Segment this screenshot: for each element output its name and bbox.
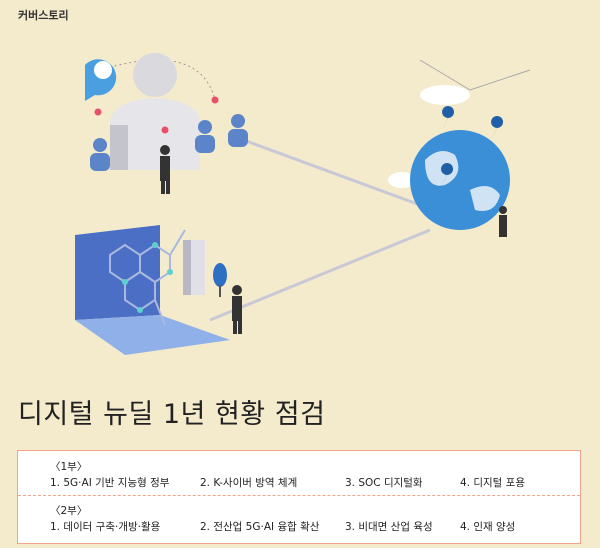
man-with-tablet-figure xyxy=(232,285,242,334)
list-item: 1. 5G·AI 기반 지능형 정부 xyxy=(50,477,170,489)
woman-figure xyxy=(499,206,507,237)
part-2-label: 〈2부〉 xyxy=(50,505,88,517)
list-item: 3. 비대면 산업 육성 xyxy=(345,521,433,533)
person-icon xyxy=(85,53,200,170)
section-label: 커버스토리 xyxy=(18,9,69,22)
digital-network-illustration xyxy=(75,53,531,355)
list-item: 3. SOC 디지털화 xyxy=(345,477,423,489)
connection-lines xyxy=(99,59,531,322)
user-group-icons xyxy=(90,114,248,171)
list-item: 2. K-사이버 방역 체계 xyxy=(200,477,298,489)
globe-icon xyxy=(410,130,510,230)
contents-box: 〈1부〉 1. 5G·AI 기반 지능형 정부 2. K-사이버 방역 체계 3… xyxy=(17,450,581,544)
map-pin-icons xyxy=(441,106,504,187)
tree-icon xyxy=(213,263,227,297)
part-1-label: 〈1부〉 xyxy=(50,461,88,473)
businessman-figure xyxy=(160,145,170,194)
building-icon xyxy=(183,240,205,295)
list-item: 1. 데이터 구축·개방·활용 xyxy=(50,521,161,533)
list-item: 4. 디지털 포용 xyxy=(460,477,525,489)
list-item: 4. 인재 양성 xyxy=(460,521,516,533)
clouds xyxy=(388,85,470,188)
laptop-icon xyxy=(75,225,230,355)
part-1-items: 1. 5G·AI 기반 지능형 정부 2. K-사이버 방역 체계 3. SOC… xyxy=(50,475,525,490)
list-item: 2. 전산업 5G·AI 융합 확산 xyxy=(200,521,320,533)
part-2-items: 1. 데이터 구축·개방·활용 2. 전산업 5G·AI 융합 확산 3. 비대… xyxy=(50,519,515,534)
node-dots xyxy=(94,96,219,134)
divider xyxy=(18,495,580,496)
page-title: 디지털 뉴딜 1년 현황 점검 xyxy=(18,399,326,430)
